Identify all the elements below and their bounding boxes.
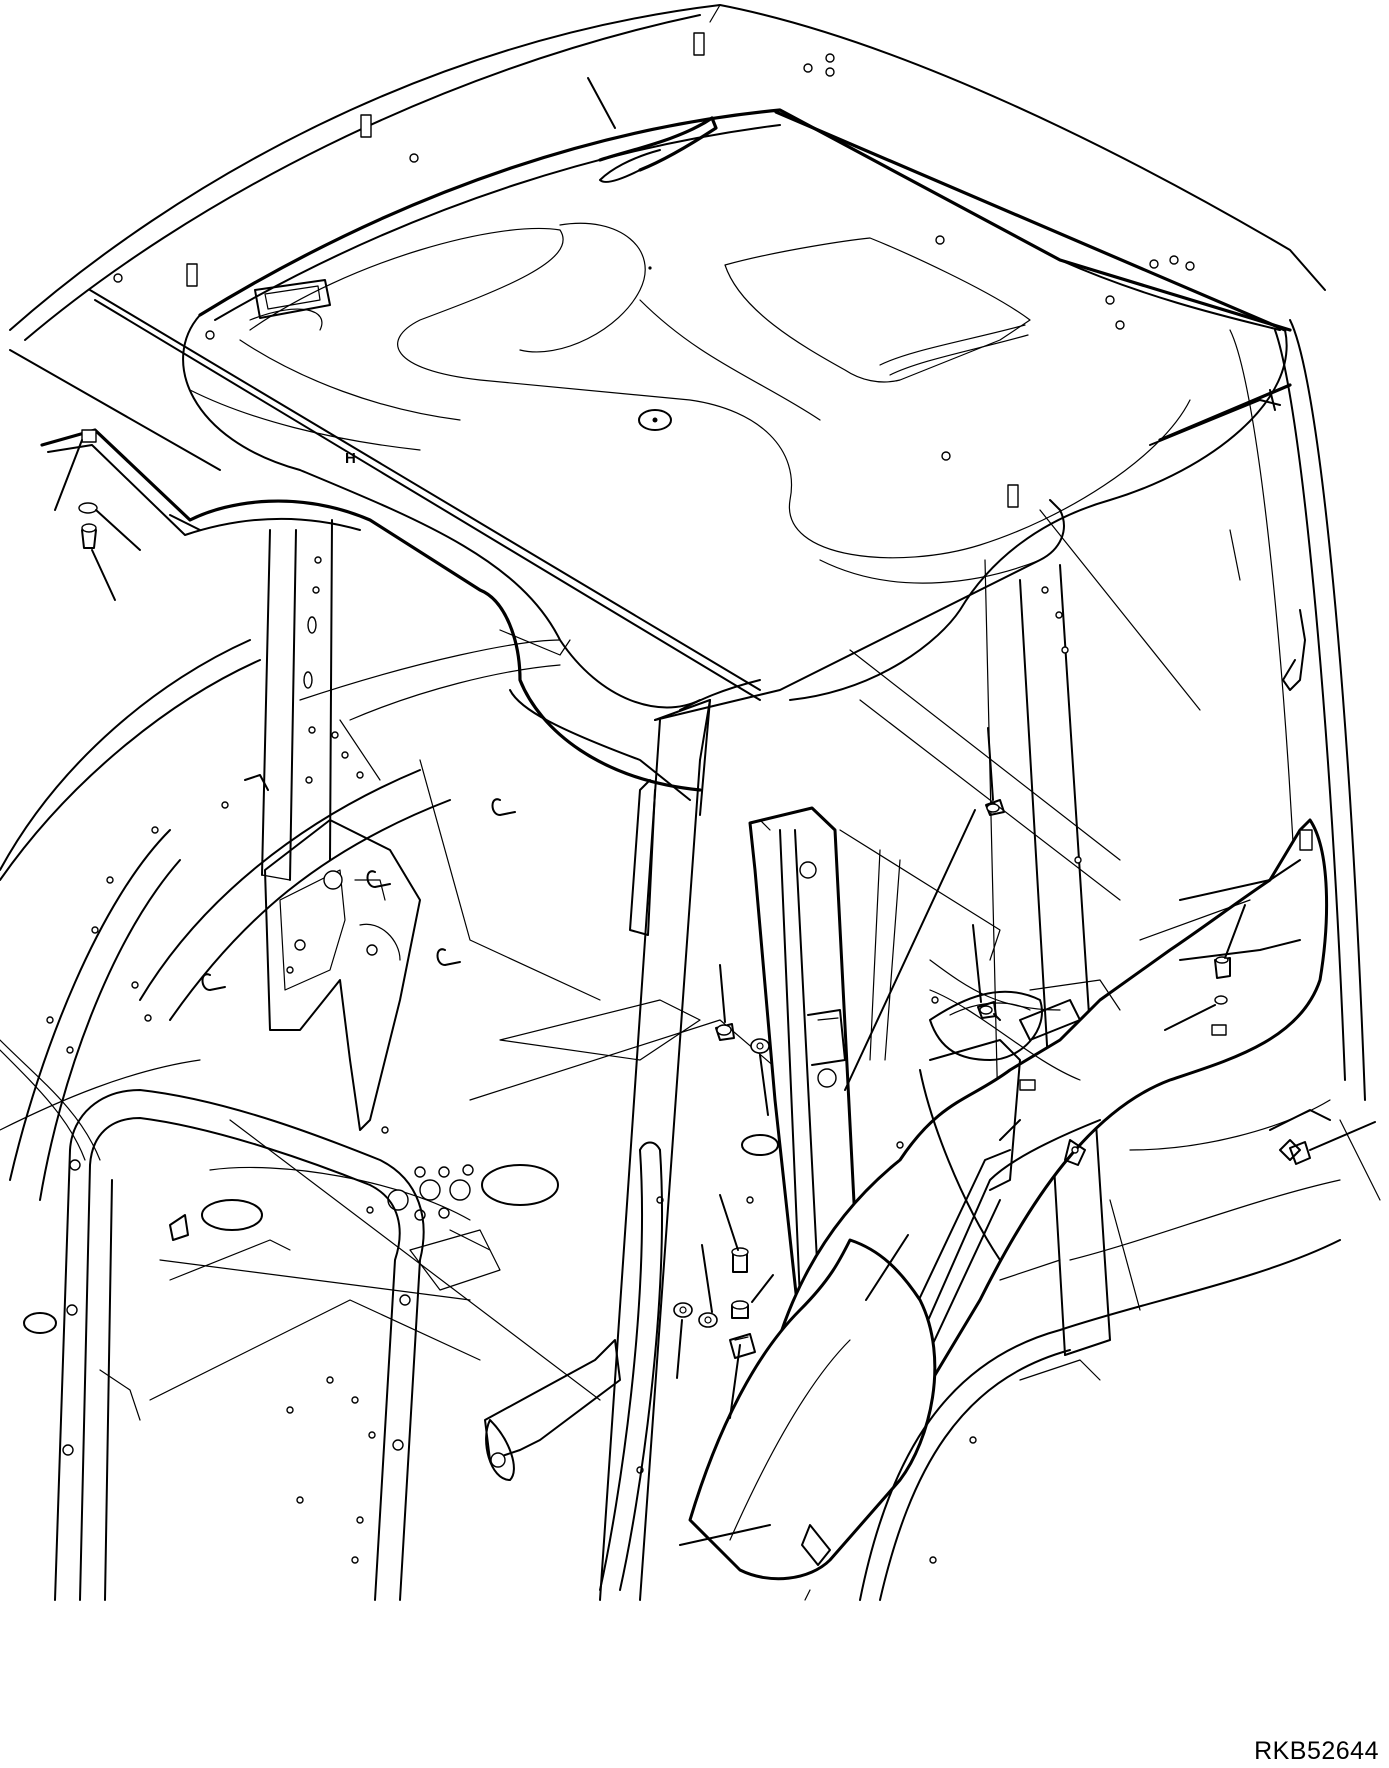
drawing-code: RKB52644: [1254, 1737, 1379, 1765]
ceiling-mark-label: H: [345, 450, 356, 467]
clip-lower-right: [1289, 1141, 1311, 1165]
grab-handle-right: [484, 1141, 663, 1591]
bolt-upper-left: [78, 429, 98, 549]
bolt-console-right: [977, 1001, 1001, 1021]
cab-roof-shell: [9, 4, 1366, 1101]
bolt-cluster-lower: [673, 1247, 756, 1359]
lower-right-cover: [688, 1238, 937, 1581]
callout-leaders: [54, 77, 1376, 1601]
fasteners: [78, 429, 1311, 1359]
grab-handle-frame: [54, 1089, 425, 1601]
roof-headliner: H: [182, 108, 1292, 709]
rear-roof-trim-rail: [598, 116, 1292, 446]
right-window-frame: [759, 509, 1201, 1081]
front-visor-trim: [40, 428, 702, 801]
bolt-washer-mid: [715, 1023, 770, 1054]
roof-corner-box: [654, 499, 1065, 816]
cab-pillars: [261, 519, 1111, 1601]
roof-mounting-pins: [113, 32, 1195, 508]
left-console-bracket: [264, 819, 421, 1131]
bolt-pillar-upper: [985, 799, 1005, 816]
left-door-frame: [0, 639, 261, 1201]
